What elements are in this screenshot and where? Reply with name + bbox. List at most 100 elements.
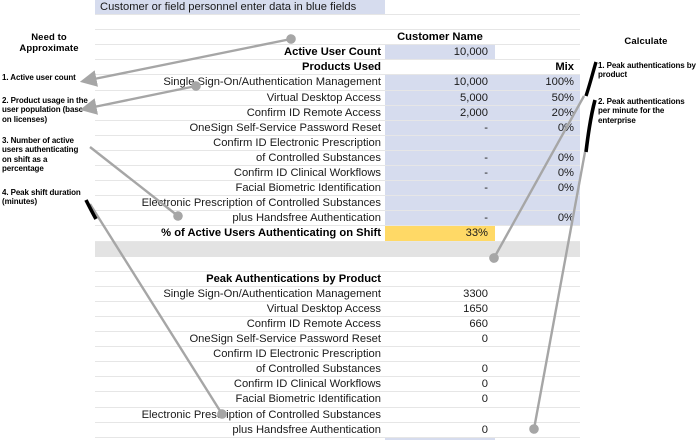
left-annotation-4: 4. Peak shift duration (minutes) <box>2 188 81 207</box>
row-mix <box>495 407 580 423</box>
row-mix <box>495 347 580 363</box>
blank-1-label <box>95 15 385 31</box>
row-mix <box>495 286 580 302</box>
row-value: 0 <box>385 422 495 438</box>
row-label: plus Handsfree Authentication <box>95 211 385 227</box>
left-annotation-3: 3. Number of active users authenticating… <box>2 136 79 174</box>
row-mix[interactable]: 20% <box>495 105 580 121</box>
arrow-peak-by-product <box>584 61 598 97</box>
row-mix[interactable]: 0% <box>495 181 580 197</box>
row-value[interactable]: - <box>385 150 495 167</box>
banner-text: Customer or field personnel enter data i… <box>95 0 385 16</box>
row-value[interactable]: - <box>385 211 495 227</box>
separator-band-value <box>385 241 495 257</box>
row-value: 1650 <box>385 301 495 317</box>
row-label: Electronic Prescription of Controlled Su… <box>95 196 385 212</box>
customer-name-header: Customer Name <box>385 30 495 46</box>
product-row: Confirm ID Clinical Workflows-0% <box>95 166 580 182</box>
row-mix[interactable] <box>495 196 580 212</box>
left-annotation-2: 2. Product usage in the user population … <box>2 96 88 124</box>
row-label: Confirm ID Electronic Prescription <box>95 347 385 363</box>
row-label: Confirm ID Electronic Prescription <box>95 135 385 151</box>
product-row: of Controlled Substances-0% <box>95 150 580 167</box>
row-mix <box>495 392 580 408</box>
row-pct-active-users: % of Active Users Authenticating on Shif… <box>95 226 580 242</box>
row-value[interactable]: - <box>385 181 495 197</box>
product-row: plus Handsfree Authentication-0% <box>95 211 580 227</box>
active-user-count-label: Active User Count <box>95 45 385 61</box>
row-label: OneSign Self-Service Password Reset <box>95 332 385 348</box>
arrow-peak-per-minute <box>584 99 597 153</box>
spreadsheet-grid: Customer or field personnel enter data i… <box>95 0 580 440</box>
row-value: 0 <box>385 377 495 393</box>
row-value: 0 <box>385 332 495 348</box>
row-value[interactable] <box>385 196 495 212</box>
row-label: Virtual Desktop Access <box>95 301 385 317</box>
row-products-used-header: Products Used Mix <box>95 60 580 76</box>
row-value <box>385 407 495 423</box>
row-value[interactable]: 5,000 <box>385 90 495 106</box>
blank-1-mix <box>495 15 580 31</box>
row-label: Single Sign-On/Authentication Management <box>95 286 385 302</box>
active-user-count-input[interactable]: 10,000 <box>385 45 495 61</box>
separator-band-mix <box>495 241 580 257</box>
left-annotation-1: 1. Active user count <box>2 73 76 82</box>
product-row: Facial Biometric Identification-0% <box>95 181 580 197</box>
row-mix[interactable]: 0% <box>495 211 580 227</box>
peak-shift-duration-input[interactable]: 5 <box>385 437 495 440</box>
peak-section-label: Peak Authentications by Product <box>95 271 385 287</box>
row-mix <box>495 316 580 333</box>
row-value[interactable]: - <box>385 166 495 182</box>
blank-1-value <box>385 15 495 31</box>
row-value: 0 <box>385 392 495 408</box>
right-annotation-2: 2. Peak authentications per minute for t… <box>598 97 685 125</box>
products-used-value-spacer <box>385 60 495 76</box>
peak-section-mix-spacer <box>495 271 580 287</box>
blank-2-value <box>385 256 495 272</box>
right-panel-heading: Calculate <box>624 36 668 47</box>
row-value[interactable]: - <box>385 120 495 136</box>
product-row: Confirm ID Electronic Prescription <box>95 135 580 151</box>
row-value[interactable] <box>385 135 495 151</box>
row-value: 0 <box>385 362 495 378</box>
row-value[interactable]: 10,000 <box>385 75 495 91</box>
left-panel-heading-line1: Need to <box>31 32 67 43</box>
row-mix <box>495 362 580 378</box>
row-label: Electronic Prescription of Controlled Su… <box>95 407 385 423</box>
row-mix <box>495 301 580 317</box>
peak-rows-container: Single Sign-On/Authentication Management… <box>95 286 580 438</box>
row-label: of Controlled Substances <box>95 362 385 378</box>
row-mix[interactable]: 0% <box>495 120 580 136</box>
peak-product-row: Single Sign-On/Authentication Management… <box>95 286 580 302</box>
row-peak-section-header: Peak Authentications by Product <box>95 271 580 287</box>
row-mix[interactable]: 50% <box>495 90 580 106</box>
row-mix[interactable]: 100% <box>495 75 580 91</box>
row-mix[interactable]: 0% <box>495 150 580 167</box>
product-row: Electronic Prescription of Controlled Su… <box>95 196 580 212</box>
row-label: Confirm ID Clinical Workflows <box>95 377 385 393</box>
row-value <box>385 347 495 363</box>
pct-active-users-input[interactable]: 33% <box>385 226 495 242</box>
left-panel-heading-line2: Approximate <box>19 43 79 55</box>
blank-2-mix <box>495 256 580 272</box>
row-separator-band <box>95 241 580 257</box>
row-mix[interactable]: 0% <box>495 166 580 182</box>
row-blank-1 <box>95 15 580 31</box>
row-label: Single Sign-On/Authentication Management <box>95 75 385 91</box>
row-value: 660 <box>385 316 495 333</box>
pct-active-users-label: % of Active Users Authenticating on Shif… <box>95 226 385 242</box>
separator-band-label <box>95 241 385 257</box>
product-row: Single Sign-On/Authentication Management… <box>95 75 580 91</box>
row-blank-2 <box>95 256 580 272</box>
pct-active-users-mix <box>495 226 580 242</box>
left-panel-heading: Need to Approximate <box>10 32 88 54</box>
row-mix[interactable] <box>495 135 580 151</box>
row-value[interactable]: 2,000 <box>385 105 495 121</box>
